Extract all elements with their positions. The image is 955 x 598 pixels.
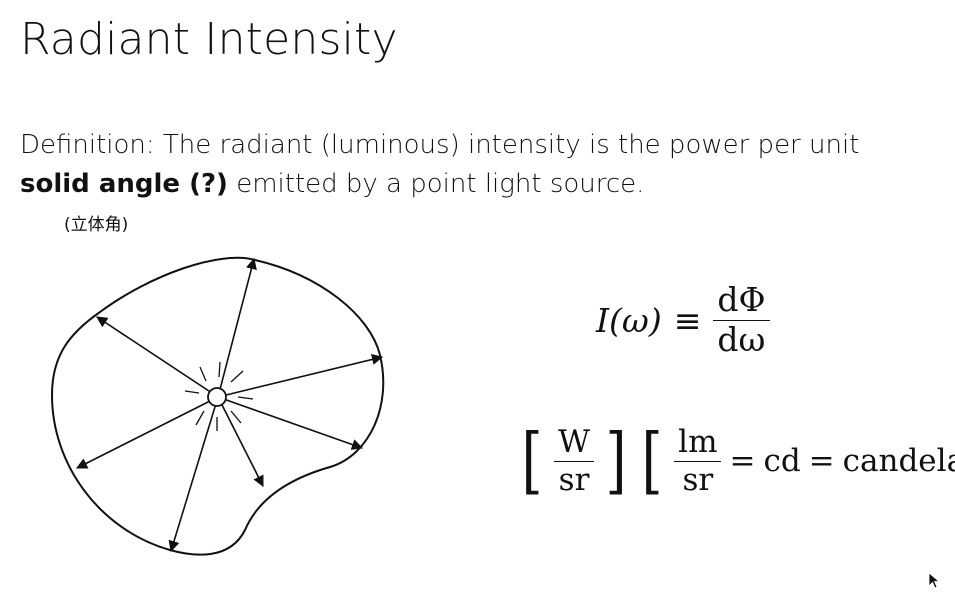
mouse-cursor-icon [928, 572, 941, 589]
intensity-formula: I(ω) ≡ dΦ dω [596, 280, 770, 359]
units-cd: cd [763, 443, 801, 480]
unit-fraction-lumens: lm sr [674, 424, 722, 498]
right-bracket-1: ] [605, 418, 627, 503]
formula-equiv: ≡ [673, 300, 702, 340]
formula-fraction: dΦ dω [713, 280, 770, 359]
units-equals-2: = [808, 443, 835, 480]
point-light-source [207, 387, 227, 407]
unit-numerator-lm: lm [678, 424, 718, 460]
formula-lhs: I(ω) [596, 300, 662, 340]
solid-angle-annotation: (立体角) [64, 215, 129, 235]
ray-arrow-down-left [168, 396, 219, 553]
definition-text: Definition: The radiant (luminous) inten… [20, 126, 920, 204]
unit-denominator-sr-2: sr [682, 461, 714, 498]
unit-fraction-watts: W sr [554, 426, 594, 496]
ray-arrow-right [217, 353, 384, 398]
point-light-source-diagram-icon [50, 256, 385, 556]
slide-title: Radiant Intensity [20, 14, 398, 65]
ray-arrow-down-right [217, 396, 364, 450]
definition-bold-term: solid angle (?) [20, 169, 228, 199]
definition-rest: emitted by a point light source. [227, 169, 645, 199]
unit-numerator-w: W [558, 424, 590, 460]
definition-line-1: Definition: The radiant (luminous) inten… [20, 130, 860, 160]
left-bracket-1: [ [521, 418, 543, 503]
light-rays [75, 257, 384, 553]
units-equals-1: = [729, 443, 756, 480]
units-equation: [ W sr ] [ lm sr = cd = candela ] [518, 418, 955, 503]
ray-arrow-left [75, 396, 219, 469]
glow-rays [184, 361, 254, 431]
left-bracket-2: [ [641, 418, 663, 503]
ray-arrow-up [217, 257, 257, 398]
ray-arrow-up-left [96, 316, 219, 398]
ray-arrow-down [217, 396, 264, 487]
unit-denominator-sr-1: sr [558, 461, 590, 498]
formula-denominator: dω [717, 319, 766, 359]
units-candela: candela [842, 443, 955, 480]
formula-numerator: dΦ [717, 280, 766, 319]
